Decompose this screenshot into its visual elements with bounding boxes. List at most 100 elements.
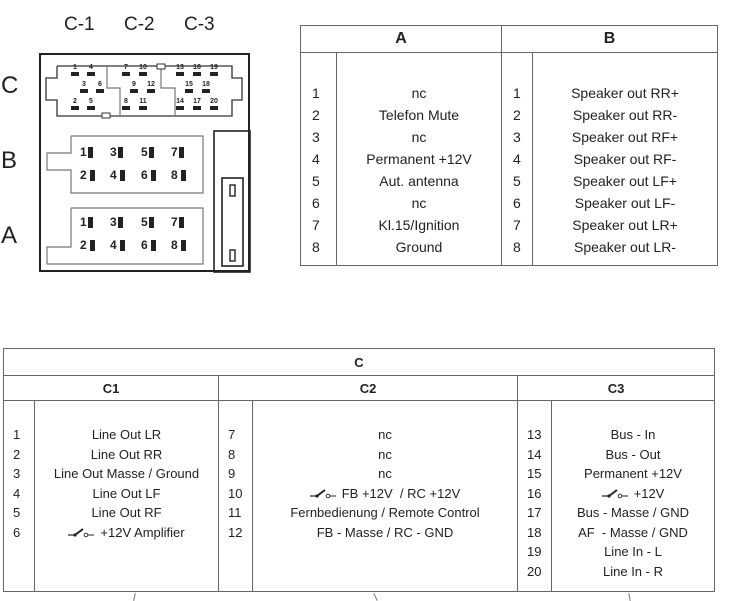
header-c1: C1: [3, 375, 219, 401]
pin-label: 16: [193, 64, 201, 71]
pin-contact: [151, 170, 156, 181]
pin-label: 10: [139, 64, 147, 71]
pin-contact: [90, 240, 95, 251]
pin-number: 6: [13, 524, 21, 540]
pin-number: 8: [312, 239, 320, 255]
pin-contact: [202, 89, 210, 93]
pin-number: 14: [527, 446, 542, 462]
pin-label: 7: [171, 145, 178, 159]
pin-function: nc: [378, 427, 392, 442]
header-c: C: [3, 348, 715, 376]
pin-function: Kl.15/Ignition: [378, 217, 460, 233]
pin-contact: [122, 72, 130, 76]
pin-function: AF - Masse / GND: [578, 524, 688, 540]
pin-number: 7: [312, 217, 320, 233]
pin-number: 6: [513, 195, 521, 211]
pin-label: 9: [132, 81, 136, 88]
pin-number: 4: [312, 151, 320, 167]
pin-number: 3: [13, 466, 21, 481]
pin-label: 7: [171, 215, 178, 229]
pin-function: Telefon Mute: [378, 107, 460, 123]
pin-label: 19: [210, 64, 218, 71]
pin-label: 12: [147, 81, 155, 88]
pin-label: 7: [124, 64, 128, 71]
pin-function: Speaker out LF-: [574, 195, 676, 211]
pin-label: 4: [89, 64, 93, 71]
pin-number: 5: [312, 173, 320, 189]
pin-contact: [176, 72, 184, 76]
pin-number: 13: [527, 427, 542, 442]
pin-contact: [118, 217, 123, 228]
pin-number: 2: [513, 107, 521, 123]
pin-contact: [185, 89, 193, 93]
pin-contact: [71, 72, 79, 76]
row-label-b: B: [1, 147, 18, 174]
pin-function: nc: [411, 129, 427, 145]
pin-contact: [181, 170, 186, 181]
pin-label: 3: [82, 81, 86, 88]
row-label-a: A: [1, 222, 18, 249]
switched-power-icon: [601, 489, 628, 499]
pin-number: 17: [527, 505, 542, 520]
pin-function: Aut. antenna: [379, 173, 459, 189]
pin-number: 10: [228, 485, 243, 501]
pin-number: 3: [513, 129, 521, 145]
pin-contact: [210, 106, 218, 110]
pin-number: 5: [513, 173, 521, 189]
pin-function: Bus - Masse / GND: [577, 505, 689, 520]
pin-function: +12V Amplifier: [35, 523, 218, 543]
pin-contact: [120, 240, 125, 251]
header-c2: C2: [218, 375, 518, 401]
pin-number: 2: [13, 446, 21, 462]
pin-contact: [179, 147, 184, 158]
pin-function: FB - Masse / RC - GND: [316, 524, 454, 540]
pin-function: Bus - In: [610, 427, 656, 442]
pin-label: 20: [210, 98, 218, 105]
pin-function: Line Out Masse / Ground: [53, 466, 200, 481]
pin-function: Speaker out LF+: [573, 173, 677, 189]
pin-label: 4: [110, 168, 117, 182]
pin-contact: [88, 217, 93, 228]
pin-label: 2: [80, 168, 87, 182]
pin-label: 18: [202, 81, 210, 88]
pin-number: 19: [527, 544, 542, 559]
pin-function: Line Out LR: [91, 427, 162, 442]
pin-contact: [120, 170, 125, 181]
leader-line: [133, 592, 136, 601]
b-labels: Speaker out RR+Speaker out RR-Speaker ou…: [532, 52, 718, 266]
header-c3: C3: [517, 375, 715, 401]
pin-contact: [179, 217, 184, 228]
pin-label: 6: [141, 168, 148, 182]
pin-label: 6: [98, 81, 102, 88]
pin-contact: [181, 240, 186, 251]
pin-function: Speaker out RF-: [573, 151, 677, 167]
switched-power-icon: [68, 528, 95, 538]
pin-function: Fernbedienung / Remote Control: [290, 505, 480, 520]
pin-label: 11: [139, 98, 147, 105]
pin-number: 4: [513, 151, 521, 167]
pin-label: 17: [193, 98, 201, 105]
pin-contact: [80, 89, 88, 93]
pin-function: Line Out RF: [91, 505, 162, 520]
pin-function: Speaker out LR+: [572, 217, 678, 233]
pin-number: 5: [13, 505, 21, 520]
header-b: B: [501, 25, 718, 53]
pin-label: 2: [80, 238, 87, 252]
pin-label: 15: [185, 81, 193, 88]
leader-line: [373, 593, 378, 601]
pin-contact: [87, 106, 95, 110]
pin-label: 6: [141, 238, 148, 252]
pin-number: 16: [527, 485, 542, 501]
pin-contact: [88, 147, 93, 158]
pin-function: Line In - L: [604, 544, 662, 559]
pin-label: 13: [176, 64, 184, 71]
pin-function: Permanent +12V: [584, 466, 682, 481]
pin-function: nc: [378, 446, 392, 462]
pin-label: 5: [141, 145, 148, 159]
